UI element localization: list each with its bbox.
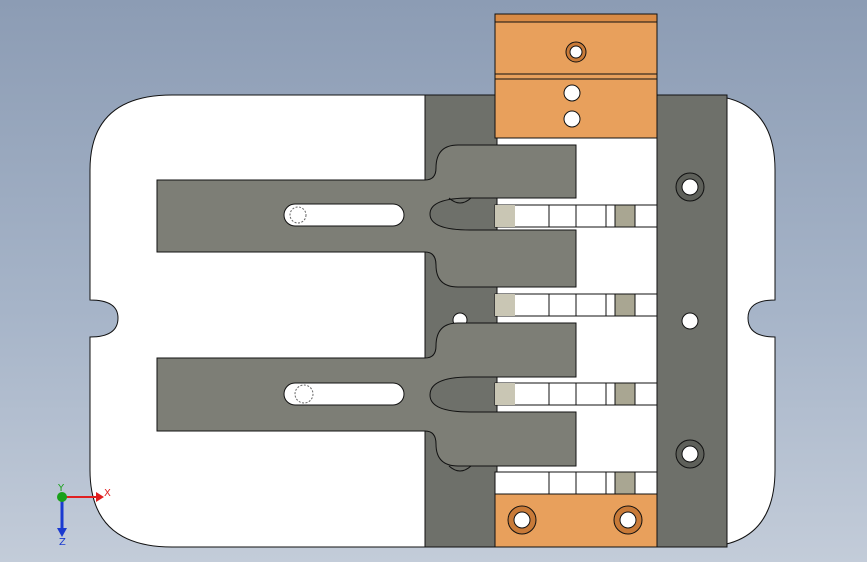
bottom-copper-hole-1[interactable] (513, 511, 531, 529)
top-copper-rail (494, 13, 658, 23)
axis-label-x: X (104, 488, 111, 499)
upper-fork-notch (448, 197, 472, 204)
lower-fork-hole-marker (294, 384, 314, 404)
slot-row-3 (494, 382, 658, 406)
right-plate-hole-3[interactable] (681, 445, 699, 463)
upper-fork-slot[interactable] (283, 203, 405, 227)
slot-row-4 (494, 471, 658, 495)
upper-fork-hole-marker (289, 206, 307, 224)
top-copper-hole-3[interactable] (563, 110, 581, 128)
axis-label-z: Z (59, 537, 66, 548)
lower-fork-notch (448, 465, 472, 472)
top-copper-hole-1-inner (569, 45, 583, 59)
axis-label-y: Y (57, 483, 65, 494)
top-copper-hole-2[interactable] (563, 84, 581, 102)
bottom-copper-hole-2[interactable] (619, 511, 637, 529)
slot-row-2 (494, 293, 658, 317)
slot-row-1 (494, 204, 658, 228)
lower-fork-slot[interactable] (283, 382, 405, 406)
coordinate-triad-icon: X Y Z (57, 483, 111, 548)
right-plate-hole-1[interactable] (681, 178, 699, 196)
right-plate-hole-2[interactable] (681, 312, 699, 330)
